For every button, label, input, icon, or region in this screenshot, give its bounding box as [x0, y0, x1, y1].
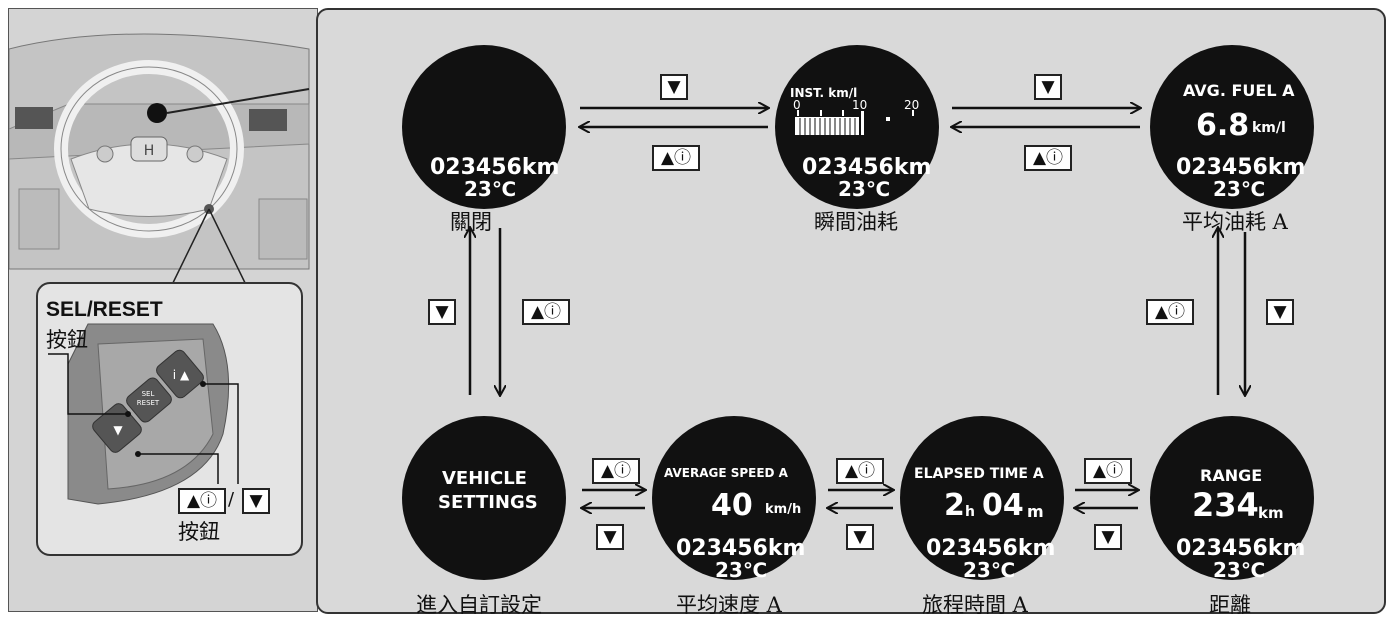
- range-value: 234: [1192, 486, 1259, 524]
- range-unit: km: [1258, 504, 1284, 522]
- elapsed-title: ELAPSED TIME A: [914, 466, 1044, 482]
- avgspeed-unit: km/h: [765, 502, 801, 517]
- avgspeed-temp: 23℃: [715, 558, 767, 582]
- elapsed-m-unit: m: [1027, 502, 1044, 521]
- avgspeed-caption: 平均速度 A: [676, 589, 782, 619]
- avgspeed-value: 40: [711, 488, 753, 523]
- settings-line1: VEHICLE: [442, 468, 527, 489]
- key-down-bottom-3: ▼: [1094, 524, 1122, 550]
- elapsed-temp: 23℃: [963, 558, 1015, 582]
- avgfuel-value: 6.8: [1196, 108, 1249, 143]
- key-upinfo-left: ▲ⓘ: [522, 299, 570, 325]
- key-down-bottom-1: ▼: [596, 524, 624, 550]
- range-temp: 23℃: [1213, 558, 1265, 582]
- key-down-top-left: ▼: [660, 74, 688, 100]
- instant-caption: 瞬間油耗: [814, 206, 898, 236]
- instant-scale-10: 10: [852, 98, 867, 112]
- key-upinfo-bottom-3: ▲ⓘ: [1084, 458, 1132, 484]
- avgfuel-temp: 23℃: [1213, 177, 1265, 201]
- instant-scale-20: 20: [904, 98, 919, 112]
- key-upinfo-top-left: ▲ⓘ: [652, 145, 700, 171]
- range-title: RANGE: [1200, 466, 1262, 485]
- instant-scale-0: 0: [793, 98, 801, 112]
- avgfuel-title: AVG. FUEL A: [1183, 81, 1294, 100]
- elapsed-hours: 2: [944, 488, 965, 523]
- off-caption: 關閉: [450, 206, 492, 236]
- settings-caption: 進入自訂設定: [416, 589, 542, 619]
- elapsed-h-unit: h: [965, 504, 975, 520]
- key-upinfo-bottom-1: ▲ⓘ: [592, 458, 640, 484]
- avgfuel-caption: 平均油耗 A: [1182, 206, 1288, 236]
- elapsed-minutes: 04: [982, 488, 1024, 523]
- key-down-top-right: ▼: [1034, 74, 1062, 100]
- range-caption: 距離: [1209, 589, 1251, 619]
- key-down-bottom-2: ▼: [846, 524, 874, 550]
- avgspeed-title: AVERAGE SPEED A: [664, 466, 788, 480]
- settings-line2: SETTINGS: [438, 492, 538, 513]
- key-upinfo-top-right: ▲ⓘ: [1024, 145, 1072, 171]
- instant-temp: 23℃: [838, 177, 890, 201]
- elapsed-caption: 旅程時間 A: [922, 589, 1028, 619]
- key-down-right: ▼: [1266, 299, 1294, 325]
- key-upinfo-right: ▲ⓘ: [1146, 299, 1194, 325]
- key-upinfo-bottom-2: ▲ⓘ: [836, 458, 884, 484]
- avgfuel-unit: km/l: [1252, 120, 1286, 136]
- off-temp: 23℃: [464, 177, 516, 201]
- key-down-left: ▼: [428, 299, 456, 325]
